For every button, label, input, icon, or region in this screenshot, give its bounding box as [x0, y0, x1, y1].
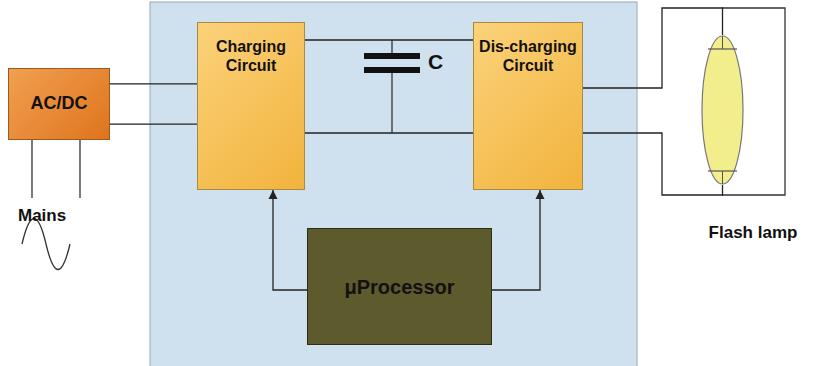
wire	[110, 84, 197, 124]
control-arrow	[492, 190, 540, 290]
box-text: Dis-charging Circuit	[477, 37, 579, 75]
flash-lamp: Flash lamp	[700, 35, 745, 185]
capacitor-plate	[364, 53, 420, 59]
box-text: μProcessor	[344, 275, 454, 299]
lamp-tube	[700, 35, 745, 185]
capacitor-plate	[364, 67, 420, 73]
mains-label: Mains	[18, 206, 66, 226]
control-arrow	[273, 190, 307, 290]
power-supply-box: AC/DC	[8, 68, 110, 140]
circuit-box: Charging Circuit	[197, 22, 305, 190]
housing-panel	[150, 2, 637, 366]
capacitor-label: C	[428, 50, 443, 74]
lamp-glass	[702, 36, 743, 184]
lamp-electrode	[722, 36, 723, 49]
lamp-caption: Flash lamp	[688, 223, 818, 243]
capacitor-lead	[391, 73, 392, 133]
capacitor-lead	[391, 40, 392, 55]
box-text: AC/DC	[31, 93, 88, 115]
circuit-box: Dis-charging Circuit	[473, 22, 583, 190]
sine-wave	[22, 219, 70, 270]
mains-wire	[79, 140, 80, 198]
wire	[305, 40, 473, 133]
box-text: Charging Circuit	[201, 37, 301, 75]
processor-box: μProcessor	[307, 228, 492, 345]
mains-wire	[31, 140, 32, 198]
lamp-electrode	[722, 171, 723, 184]
